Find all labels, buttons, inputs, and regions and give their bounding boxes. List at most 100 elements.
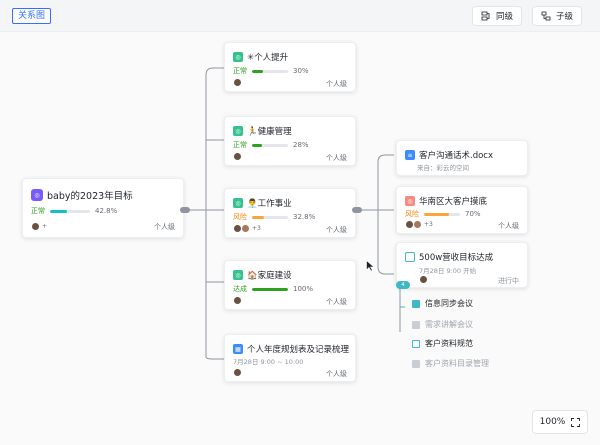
avatars: [233, 152, 242, 161]
add-same-level-button[interactable]: 同级: [472, 6, 523, 26]
card-title: 华南区大客户摸底: [419, 197, 488, 207]
root-progress-row: 正常 42.8%: [31, 206, 117, 216]
avatar: [233, 78, 242, 87]
goal-card-health[interactable]: ◎🏃健康管理 正常 28% 个人级: [224, 116, 356, 166]
progress-bar: [252, 143, 288, 147]
card-header: ◎ 华南区大客户摸底: [405, 195, 487, 207]
subtask-count: 4: [401, 282, 405, 288]
meeting-icon: [412, 320, 420, 329]
avatar-extra: +3: [252, 225, 261, 232]
root-level: 个人级: [154, 223, 175, 231]
doc-title: 客户沟通话术.docx: [419, 151, 494, 161]
connector-lines: [184, 67, 405, 360]
career-collapse-handle[interactable]: [352, 207, 362, 213]
subtask-item[interactable]: 客户资料目录管理: [412, 358, 489, 369]
level-label: 个人级: [498, 222, 519, 230]
card-title: 🏠家庭建设: [247, 271, 292, 281]
subtask-count-badge[interactable]: 4: [396, 281, 410, 289]
status-label: 风险: [405, 210, 419, 218]
child-level-label: 子级: [556, 12, 574, 22]
root-progress-text: 42.8%: [95, 207, 118, 215]
add-child-level-button[interactable]: 子级: [532, 6, 583, 26]
goal-icon: ◎: [233, 198, 243, 208]
avatar: [233, 296, 242, 305]
status-label: 正常: [233, 67, 247, 75]
progress-bar: [252, 287, 288, 291]
avatar: [413, 220, 422, 229]
goal-icon: ◎: [233, 52, 243, 62]
subtask-label: 需求讲解会议: [425, 320, 473, 329]
schedule-card[interactable]: ▦个人年度规划表及记录梳理 7月28日 9:00 ~ 10:00 个人级: [224, 334, 356, 382]
same-level-icon: [481, 11, 490, 21]
progress-bar: [424, 212, 460, 216]
card-title: ✳个人提升: [247, 53, 289, 63]
card-header: ◎ 👨‍💼工作事业: [233, 197, 292, 209]
meeting-icon: [412, 299, 420, 308]
subtask-label: 客户资料目录管理: [425, 359, 489, 368]
avatars: +3: [405, 220, 433, 229]
subtask-item[interactable]: 需求讲解会议: [412, 319, 473, 330]
card-title: 个人年度规划表及记录梳理: [247, 345, 350, 355]
checkbox-icon[interactable]: [405, 252, 415, 262]
card-title: 500w营收目标达成: [419, 253, 494, 263]
doc-card[interactable]: ≡ 客户沟通话术.docx 来自：彩云的空间: [396, 140, 528, 176]
goal-icon: ◎: [233, 126, 243, 136]
card-title: 👨‍💼工作事业: [247, 199, 292, 209]
goal-icon: ◎: [233, 270, 243, 280]
task-card-revenue[interactable]: 500w营收目标达成 7月28日 9:00 开始 进行中: [396, 242, 528, 288]
root-goal-title: baby的2023年目标: [47, 191, 133, 202]
subtask-label: 信息同步会议: [425, 299, 473, 308]
root-goal-card[interactable]: ◎ baby的2023年目标 正常 42.8% + 个人级: [22, 178, 184, 238]
toolbar: 关系图 同级 子级: [0, 0, 600, 32]
progress-text: 100%: [293, 285, 314, 293]
status-label: 达成: [233, 285, 247, 293]
card-header: 500w营收目标达成: [405, 251, 493, 263]
avatar: [31, 222, 40, 231]
subtask-label: 客户资料规范: [425, 339, 473, 348]
subtask-item[interactable]: 客户资料规范: [412, 338, 473, 349]
document-icon: ≡: [405, 150, 415, 160]
goal-card-family[interactable]: ◎ 🏠家庭建设 达成 100% 个人级: [224, 260, 356, 310]
checked-box-icon[interactable]: [412, 359, 420, 368]
avatar: [233, 368, 242, 377]
avatars: +3: [233, 224, 261, 233]
root-progress-bar: [50, 209, 90, 213]
status-label: 正常: [233, 141, 247, 149]
level-label: 个人级: [326, 298, 347, 306]
progress-row: 风险 70%: [405, 209, 481, 219]
checkbox-icon[interactable]: [412, 339, 420, 348]
root-collapse-handle[interactable]: [180, 207, 190, 213]
child-level-icon: [541, 11, 551, 21]
goal-icon: ◎: [405, 196, 415, 206]
avatars: [233, 368, 242, 377]
zoom-control[interactable]: 100%: [532, 410, 588, 434]
progress-bar: [252, 215, 288, 219]
level-label: 个人级: [326, 80, 347, 88]
same-level-label: 同级: [496, 12, 514, 22]
doc-source: 来自：彩云的空间: [417, 164, 469, 172]
zoom-level: 100%: [539, 417, 566, 427]
root-goal-header: ◎ baby的2023年目标: [31, 188, 133, 202]
level-label: 个人级: [326, 370, 347, 378]
avatar: [241, 224, 250, 233]
card-header: ≡ 客户沟通话术.docx: [405, 149, 493, 161]
avatars: [419, 275, 428, 284]
subtask-item[interactable]: 信息同步会议: [412, 298, 473, 309]
progress-text: 70%: [465, 210, 481, 218]
progress-bar: [252, 69, 288, 73]
mouse-cursor-icon: [366, 260, 375, 272]
avatar: [419, 275, 428, 284]
goal-card-south-china[interactable]: ◎ 华南区大客户摸底 风险 70% +3 个人级: [396, 186, 528, 234]
level-label: 个人级: [326, 154, 347, 162]
page-title: 关系图: [12, 8, 52, 24]
card-header: ◎🏃健康管理: [233, 125, 292, 137]
task-status: 进行中: [498, 277, 519, 285]
fullscreen-icon[interactable]: [571, 417, 581, 427]
progress-text: 28%: [293, 141, 309, 149]
level-label: 个人级: [326, 226, 347, 234]
